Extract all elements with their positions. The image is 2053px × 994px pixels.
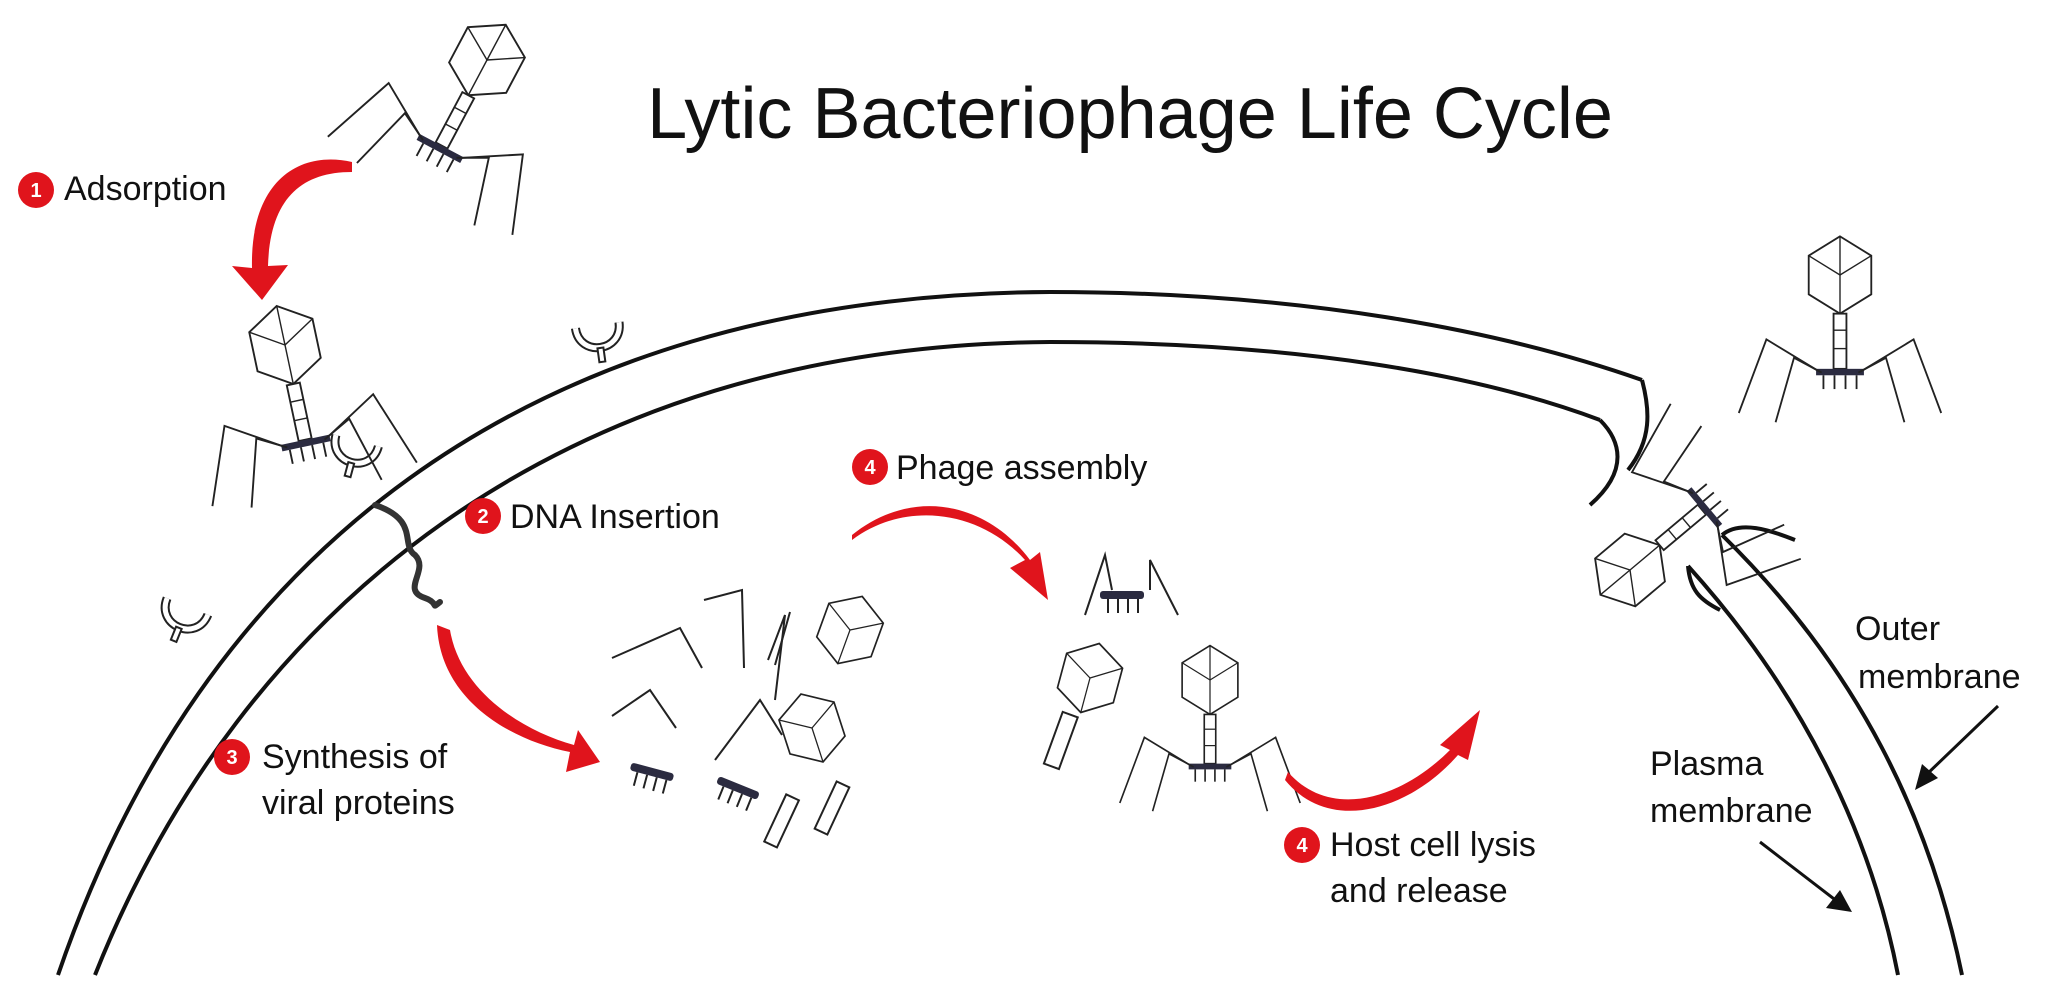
step-label-line1: Synthesis of bbox=[262, 738, 448, 776]
plasma-membrane bbox=[93, 339, 1900, 976]
step-arrows bbox=[232, 159, 1480, 811]
step-number: 4 bbox=[864, 457, 876, 479]
free-phage bbox=[322, 0, 599, 245]
pointer-arrow bbox=[1759, 840, 1839, 904]
step-label: Phage assembly bbox=[896, 449, 1147, 487]
arrow-adsorption bbox=[232, 159, 352, 300]
assembling-phages bbox=[1042, 551, 1302, 813]
step-label-line2: and release bbox=[1330, 872, 1508, 910]
step-4-lysis: 4 Host cell lysis and release bbox=[1284, 826, 1536, 910]
step-4-phage-assembly: 4 Phage assembly bbox=[852, 449, 1147, 487]
step-3-synthesis: 3 Synthesis of viral proteins bbox=[214, 738, 455, 822]
step-label-line2: viral proteins bbox=[262, 784, 455, 822]
arrow-to-assembly bbox=[852, 506, 1048, 600]
pointer-arrow bbox=[1923, 704, 2000, 778]
arrow-to-release bbox=[1285, 710, 1480, 811]
label-line2: membrane bbox=[1858, 658, 2021, 696]
adsorbed-phage bbox=[173, 283, 420, 517]
step-1-adsorption: 1 Adsorption bbox=[18, 170, 227, 208]
step-number: 3 bbox=[226, 747, 237, 769]
step-label: DNA Insertion bbox=[510, 498, 720, 536]
viral-dna-strand bbox=[372, 502, 443, 609]
step-badge bbox=[18, 172, 54, 208]
label-line1: Outer bbox=[1855, 610, 1940, 648]
outer-membrane bbox=[56, 289, 1964, 976]
step-badge bbox=[214, 739, 250, 775]
step-badge bbox=[852, 449, 888, 485]
surface-receptor bbox=[153, 598, 208, 649]
released-phage bbox=[1534, 396, 1809, 674]
step-number: 4 bbox=[1296, 835, 1308, 857]
label-line2: membrane bbox=[1650, 792, 1813, 830]
step-number: 2 bbox=[477, 506, 488, 528]
plasma-membrane-label: Plasma membrane bbox=[1650, 745, 1852, 912]
step-number: 1 bbox=[30, 180, 41, 202]
step-badge bbox=[465, 498, 501, 534]
step-2-dna-insertion: 2 DNA Insertion bbox=[465, 498, 720, 536]
step-label: Adsorption bbox=[64, 170, 227, 208]
diagram-title: Lytic Bacteriophage Life Cycle bbox=[647, 74, 1613, 154]
membrane-rupture bbox=[1588, 379, 1796, 612]
surface-receptor bbox=[575, 322, 624, 365]
outer-membrane-label: Outer membrane bbox=[1855, 610, 2021, 790]
arrow-to-synthesis bbox=[437, 625, 600, 772]
label-line1: Plasma bbox=[1650, 745, 1763, 783]
viral-components bbox=[611, 585, 891, 849]
released-phage bbox=[1737, 235, 1943, 424]
step-label-line1: Host cell lysis bbox=[1330, 826, 1536, 864]
step-badge bbox=[1284, 827, 1320, 863]
